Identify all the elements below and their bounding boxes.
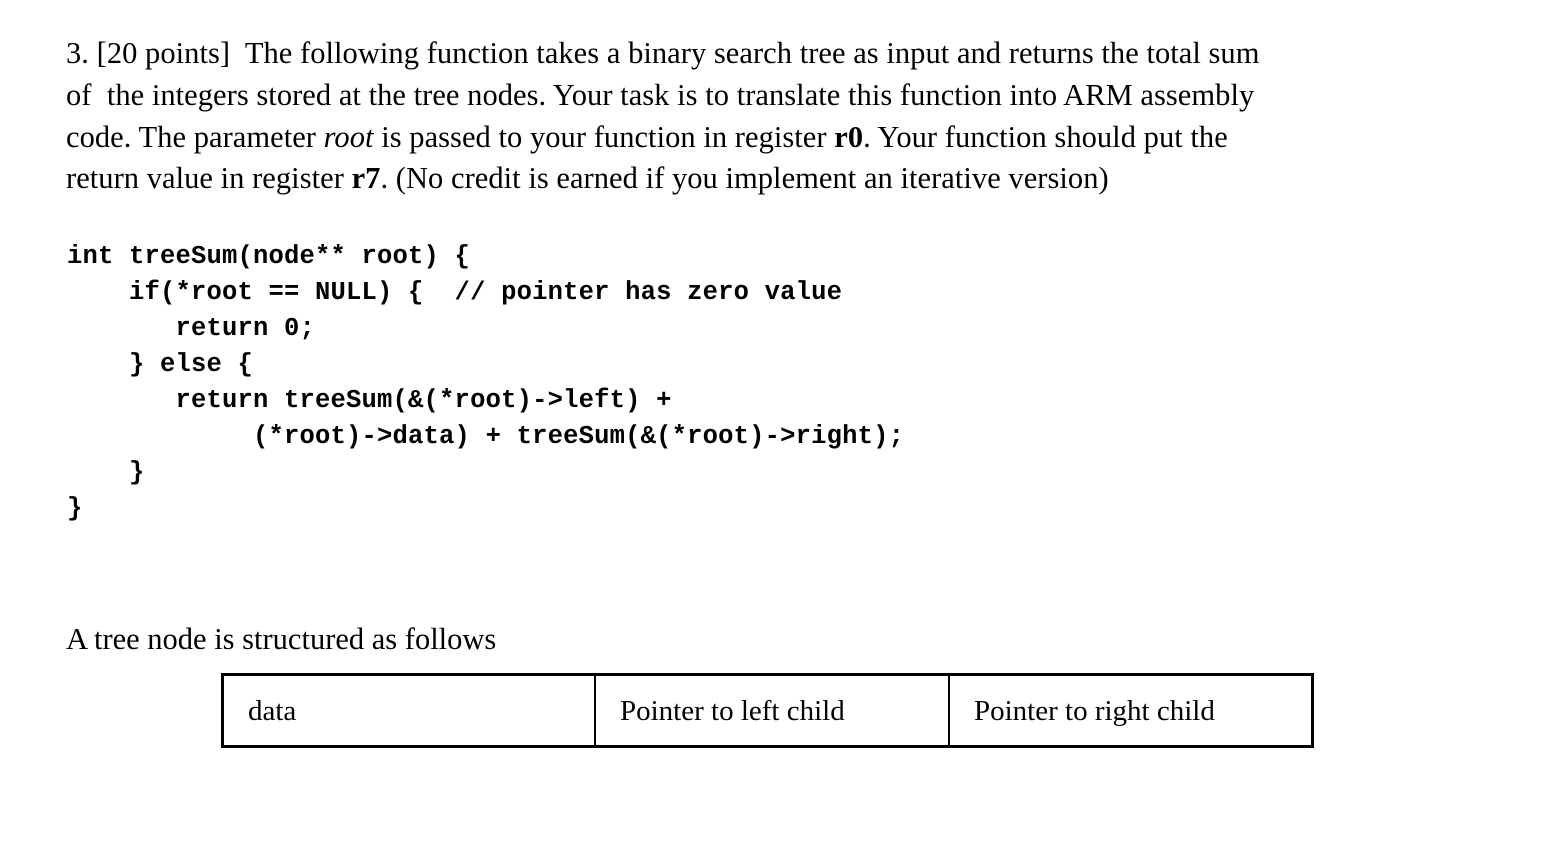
question-line-3-seg-5: . Your function should put the [863,119,1228,154]
register-r0-bold: r0 [834,119,864,154]
code-listing: int treeSum(node** root) { if(*root == N… [67,239,1217,527]
question-line-4-seg-1: return value in register [66,161,352,196]
code-line-3: if(*root == NULL) { // pointer has zero … [67,278,843,307]
question-paragraph: 3. [20 points] The following function ta… [66,33,1476,200]
table-cell-left-pointer: Pointer to left child [594,673,950,748]
code-line-9: } [67,494,83,523]
table-row: data Pointer to left child Pointer to ri… [221,673,1314,748]
question-line-3-seg-3: is passed to your function in register [373,119,835,154]
register-r7-bold: r7 [351,161,381,196]
code-line-1: int treeSum(node** root) { [67,242,471,271]
code-line-5: } else { [67,350,254,379]
question-line-4-seg-3: . (No credit is earned if you implement … [380,161,1109,196]
code-line-6: return treeSum(&(*root)->left) + [67,386,672,415]
question-line-1: 3. [20 points] The following function ta… [66,36,1260,70]
code-line-4: return 0; [67,314,316,343]
node-structure-table: data Pointer to left child Pointer to ri… [221,673,1314,748]
question-line-2: of the integers stored at the tree nodes… [66,77,1255,112]
code-line-8: } [67,458,145,487]
question-line-3-seg-1: code. The parameter [66,119,324,154]
parameter-root-italic: root [323,119,374,154]
table-cell-right-pointer: Pointer to right child [948,673,1314,748]
question-line-4: return value in register r7. (No credit … [66,158,1476,200]
question-line-3: code. The parameter root is passed to yo… [66,117,1476,159]
code-line-7: (*root)->data) + treeSum(&(*root)->right… [67,422,905,451]
table-cell-data: data [221,673,596,748]
node-structure-caption: A tree node is structured as follows [66,622,497,656]
